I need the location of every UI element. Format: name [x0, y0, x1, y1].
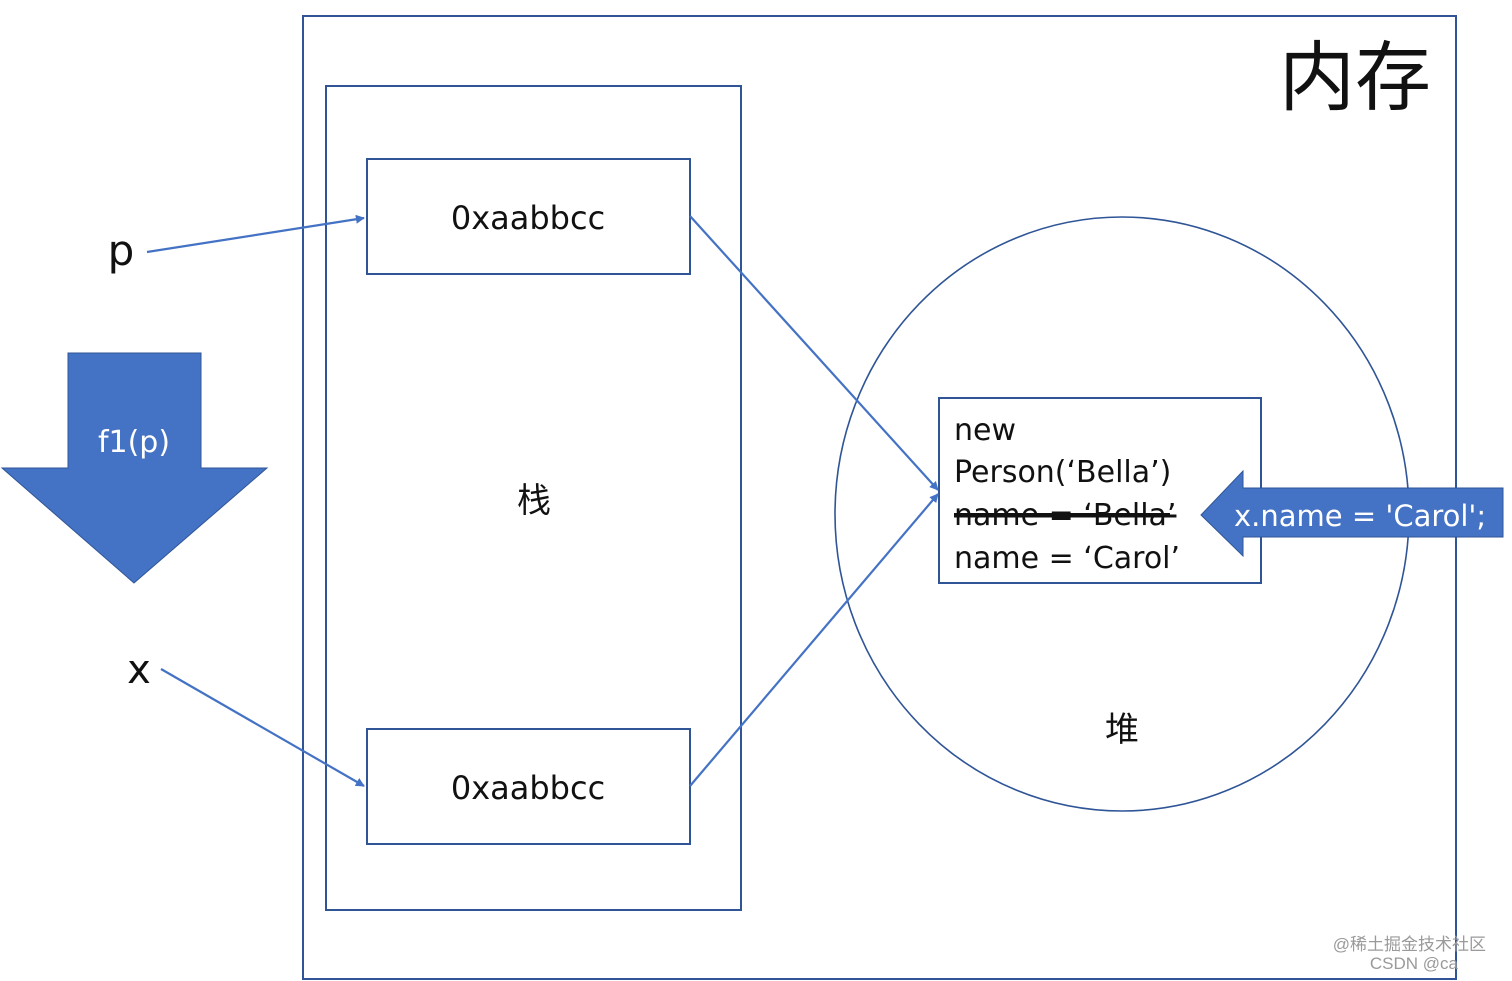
variable-p-arrow [146, 214, 365, 254]
watermark-line-1: @稀土掘金技术社区 [1333, 935, 1486, 954]
heap-object-line-4: name = ‘Carol’ [954, 541, 1180, 576]
pointer-arrow-top [689, 215, 939, 491]
watermark-line-2: CSDN @ca [1370, 954, 1459, 973]
memory-title: 内存 [1279, 33, 1431, 122]
stack-cell-top-value: 0xaabbcc [451, 199, 605, 237]
assign-left-arrow [1200, 469, 1504, 558]
heap-label: 堆 [1105, 710, 1139, 750]
heap-object-box [938, 397, 1262, 584]
heap-object-line-1: new [954, 413, 1016, 448]
variable-p-label: p [108, 226, 135, 275]
heap-object-line-2: Person(‘Bella’) [954, 455, 1171, 490]
variable-x-arrow [160, 668, 365, 787]
heap-object-line-3-struck: name = ‘Bella’ [954, 498, 1176, 533]
pointer-arrow-bottom [689, 493, 939, 787]
variable-x-label: x [127, 647, 151, 693]
call-down-arrow-label: f1(p) [98, 425, 170, 460]
assign-left-arrow-label: x.name = 'Carol'; [1234, 499, 1486, 533]
stack-cell-bottom-value: 0xaabbcc [451, 769, 605, 807]
stack-cell-top [366, 158, 691, 275]
stack-cell-bottom [366, 728, 691, 845]
stack-label: 栈 [517, 481, 551, 521]
call-down-arrow [0, 352, 269, 584]
stack-box [325, 85, 742, 911]
